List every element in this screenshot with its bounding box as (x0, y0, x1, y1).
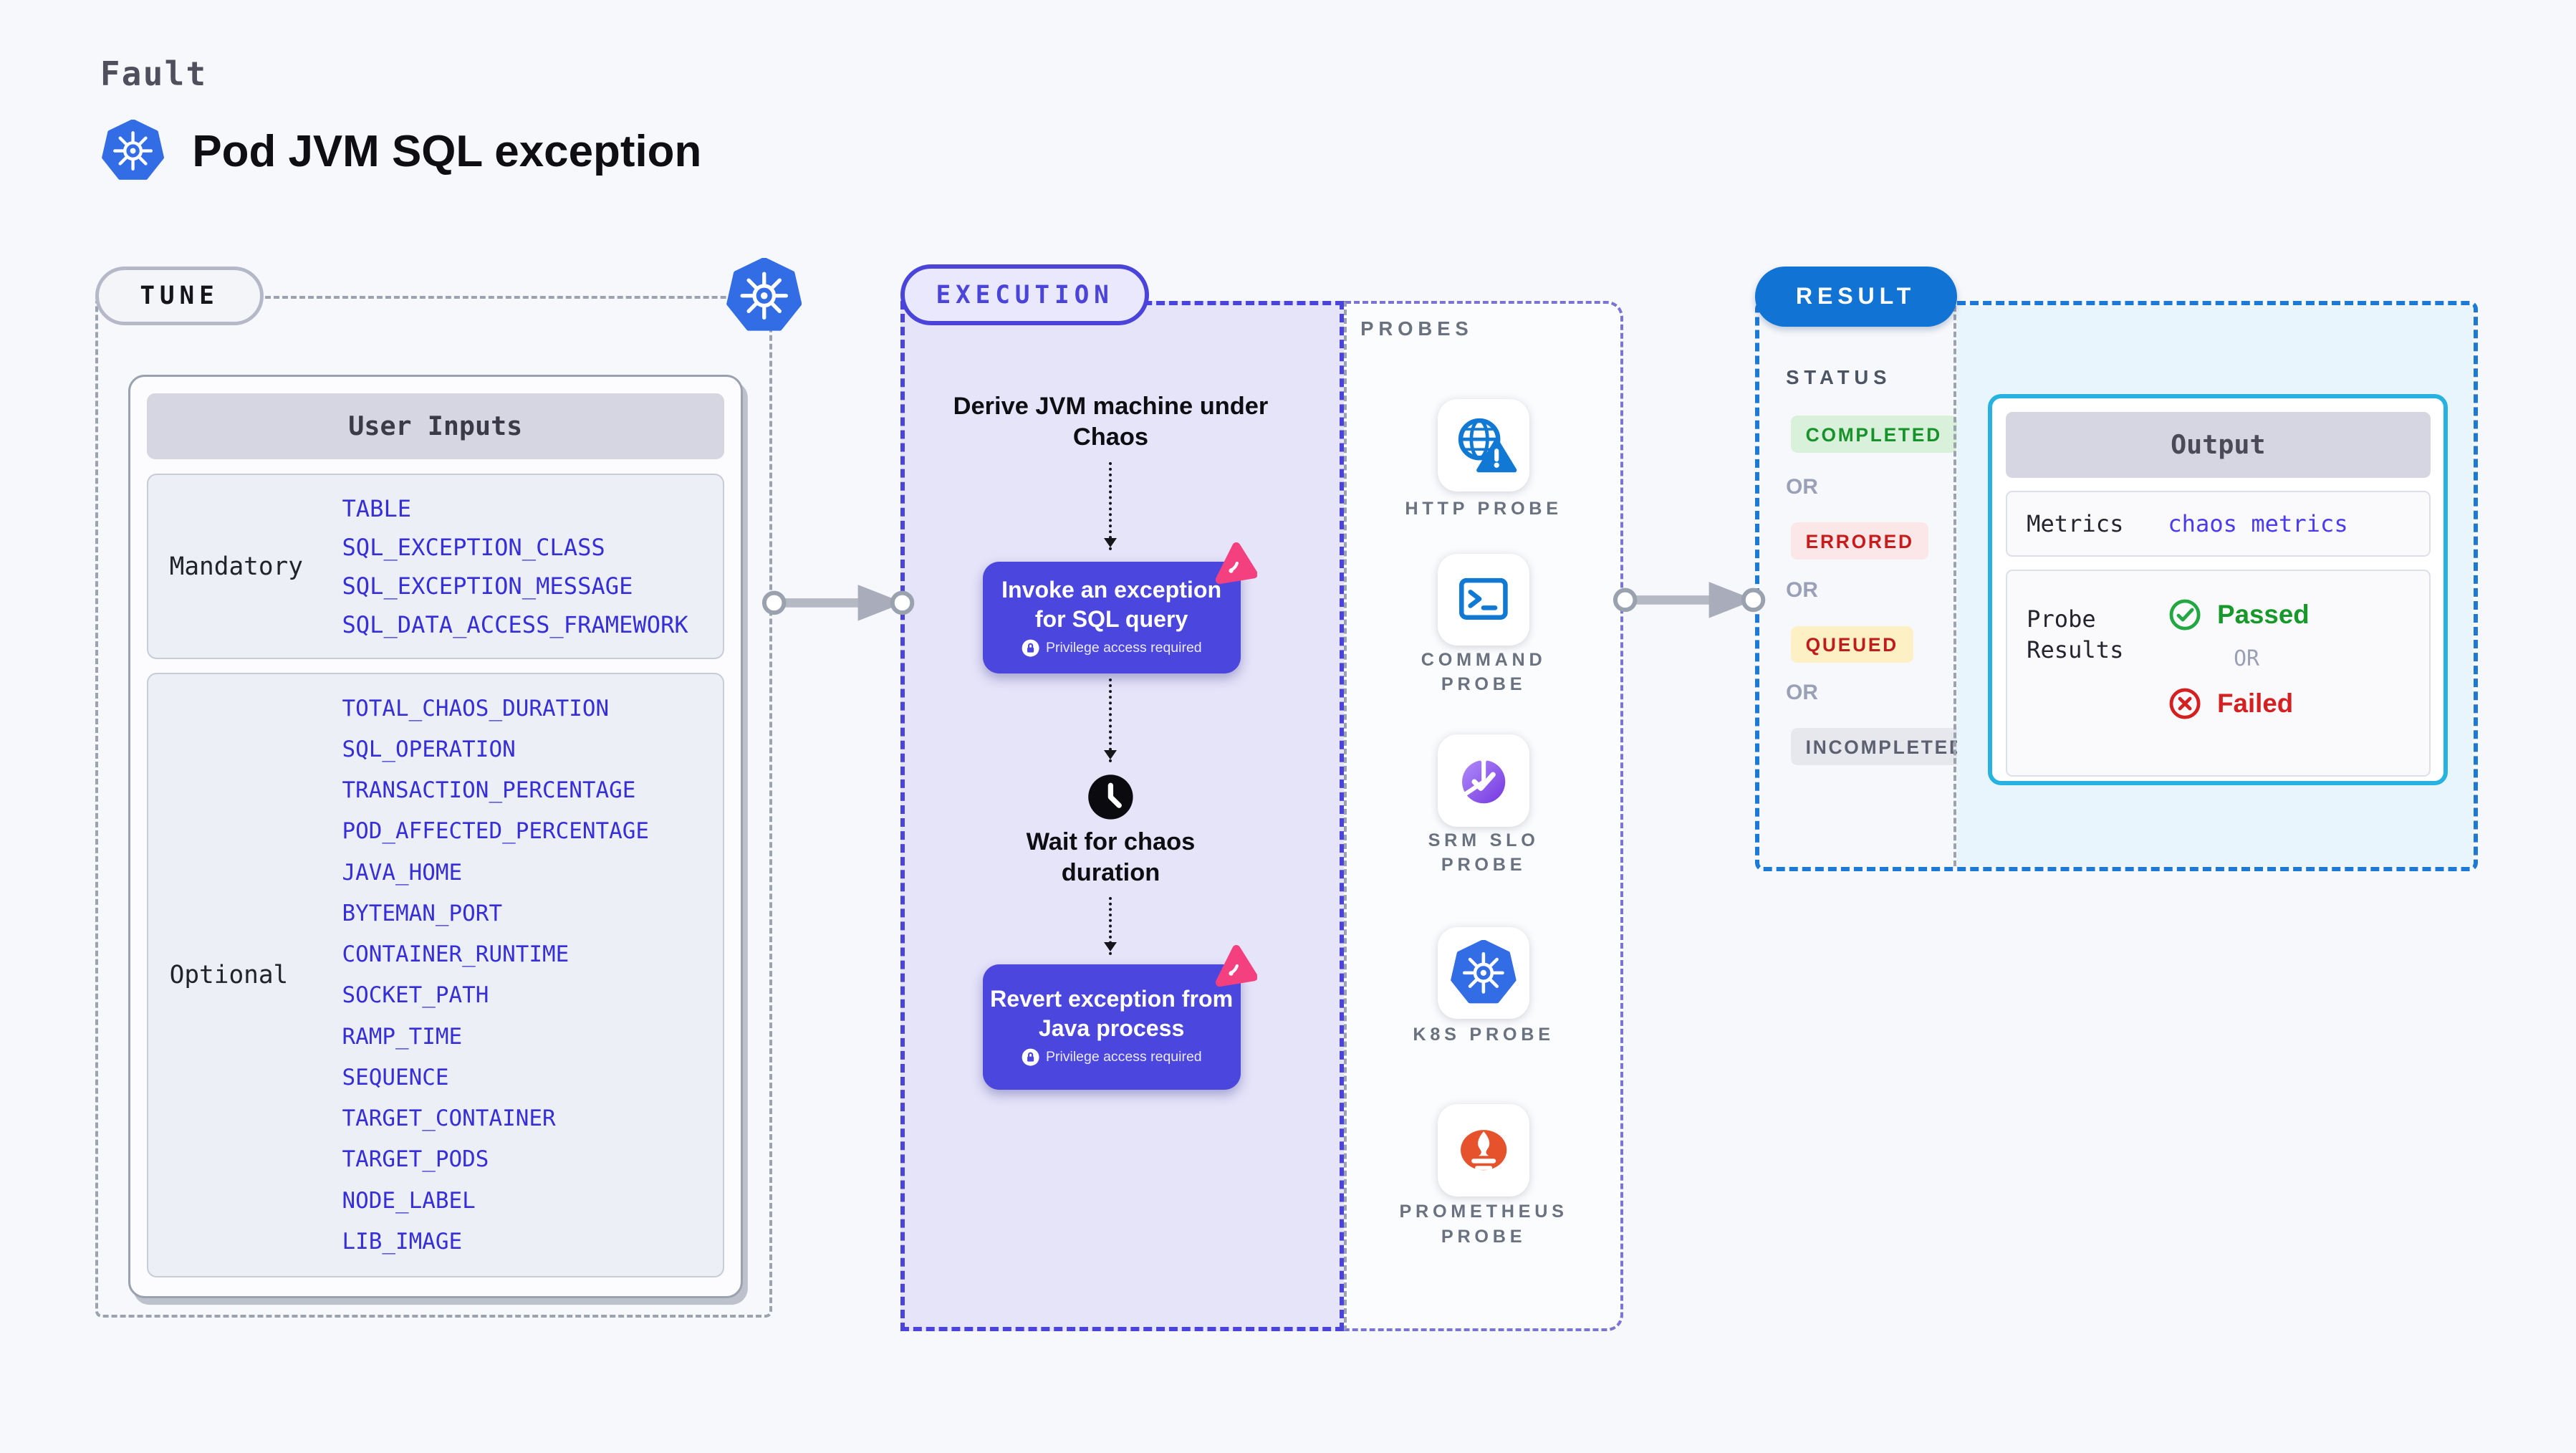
kubernetes-icon (726, 258, 802, 334)
status-badge-queued: QUEUED (1791, 625, 1913, 663)
kubernetes-icon (1451, 940, 1517, 1006)
probe-label: COMMAND PROBE (1421, 649, 1547, 695)
tune-badge: TUNE (95, 266, 264, 326)
probe-results-label: Probe Results (2027, 605, 2124, 664)
srm-slo-gauge-icon (1449, 746, 1518, 815)
or-label: OR (2234, 646, 2259, 672)
input-variable: CONTAINER_RUNTIME (342, 941, 569, 968)
or-label: OR (1786, 578, 1818, 603)
output-card: Output Metrics chaos metrics Probe Resul… (1988, 394, 2448, 786)
probe-label: SRM SLO PROBE (1428, 830, 1539, 876)
input-variable: POD_AFFECTED_PERCENTAGE (342, 818, 650, 845)
check-circle-icon (2168, 598, 2202, 632)
probe-label: HTTP PROBE (1405, 498, 1562, 519)
privilege-note: Privilege access required (983, 639, 1241, 657)
user-inputs-card: User Inputs Mandatory TABLE SQL_EXCEPTIO… (128, 374, 743, 1298)
command-terminal-icon (1451, 567, 1517, 633)
input-variable: JAVA_HOME (342, 859, 463, 886)
passed-label: Passed (2217, 599, 2310, 629)
status-heading: STATUS (1786, 366, 1892, 389)
step-title: Invoke an exception for SQL query (1001, 576, 1222, 633)
status-badge-completed: COMPLETED (1791, 416, 1957, 453)
mandatory-label: Mandatory (169, 552, 303, 581)
mandatory-items: TABLE SQL_EXCEPTION_CLASS SQL_EXCEPTION_… (342, 475, 722, 658)
tune-section (95, 295, 772, 1318)
page-title: Pod JVM SQL exception (192, 126, 702, 176)
input-variable: NODE_LABEL (342, 1187, 476, 1214)
optional-inputs-group: Optional TOTAL_CHAOS_DURATION SQL_OPERAT… (146, 672, 724, 1277)
flow-arrow (1104, 461, 1116, 551)
input-variable: BYTEMAN_PORT (342, 900, 503, 926)
input-variable: LIB_IMAGE (342, 1228, 463, 1255)
revert-exception-step: Revert exception from Java process Privi… (982, 964, 1241, 1090)
failed-label: Failed (2217, 689, 2294, 719)
or-label: OR (1786, 474, 1818, 499)
page-title-row: Pod JVM SQL exception (102, 120, 701, 182)
execution-badge: EXECUTION (900, 264, 1150, 326)
flow-arrow (1104, 678, 1116, 763)
step-title: Revert exception from Java process (990, 985, 1234, 1042)
metrics-value: chaos metrics (2168, 509, 2348, 537)
prometheus-probe-card (1437, 1104, 1530, 1197)
probe-label: PROMETHEUS PROBE (1399, 1202, 1568, 1247)
input-variable: TOTAL_CHAOS_DURATION (342, 695, 610, 721)
status-badge-errored: ERRORED (1791, 522, 1929, 560)
result-section (1754, 300, 2478, 871)
tune-to-execution-arrow (759, 578, 917, 628)
failed-line: Failed (2168, 686, 2309, 721)
invoke-exception-step: Invoke an exception for SQL query Privil… (982, 562, 1241, 674)
lock-icon (1022, 639, 1039, 657)
probe-results-values: Passed OR Failed (2168, 571, 2310, 775)
kubernetes-icon (102, 120, 164, 182)
input-variable: SQL_OPERATION (342, 736, 516, 762)
input-variable: TARGET_PODS (342, 1146, 489, 1173)
input-variable: SQL_DATA_ACCESS_FRAMEWORK (342, 610, 688, 638)
or-label: OR (1786, 680, 1818, 704)
input-variable: SOCKET_PATH (342, 982, 489, 1009)
mandatory-inputs-group: Mandatory TABLE SQL_EXCEPTION_CLASS SQL_… (146, 474, 724, 660)
k8s-probe-card (1437, 926, 1530, 1020)
prometheus-flame-icon (1449, 1116, 1518, 1184)
http-globe-warning-icon (1449, 411, 1518, 479)
status-badge-incompleted: INCOMPLETED (1791, 728, 1980, 765)
probe-results-row: Probe Results Passed OR Failed (2005, 569, 2431, 777)
output-header: Output (2005, 411, 2431, 478)
flow-arrow (1104, 897, 1116, 955)
clock-icon (1086, 772, 1135, 822)
result-divider (1953, 305, 1956, 866)
srm-slo-probe-card (1437, 734, 1530, 827)
input-variable: TABLE (342, 494, 412, 522)
chaos-icon (1213, 542, 1257, 587)
input-variable: SQL_EXCEPTION_CLASS (342, 533, 605, 561)
probes-heading: PROBES (1360, 317, 1474, 340)
metrics-row: Metrics chaos metrics (2005, 490, 2431, 557)
input-variable: RAMP_TIME (342, 1023, 463, 1050)
lock-icon (1022, 1048, 1039, 1066)
wait-step-text: Wait for chaos duration (1026, 828, 1196, 887)
command-probe-card (1437, 553, 1530, 646)
execution-to-result-arrow (1610, 575, 1768, 625)
user-inputs-header: User Inputs (146, 393, 724, 459)
chaos-icon (1213, 945, 1257, 989)
fault-kicker: Fault (100, 54, 208, 93)
x-circle-icon (2168, 686, 2202, 721)
derive-step-text: Derive JVM machine under Chaos (953, 392, 1269, 451)
input-variable: TARGET_CONTAINER (342, 1106, 556, 1132)
metrics-label: Metrics (2027, 509, 2124, 537)
privilege-note: Privilege access required (983, 1048, 1241, 1066)
result-badge: RESULT (1754, 266, 1957, 327)
optional-items: TOTAL_CHAOS_DURATION SQL_OPERATION TRANS… (342, 674, 722, 1276)
execution-section (900, 300, 1345, 1331)
input-variable: SQL_EXCEPTION_MESSAGE (342, 572, 633, 600)
input-variable: TRANSACTION_PERCENTAGE (342, 777, 636, 804)
http-probe-card (1437, 399, 1530, 491)
passed-line: Passed (2168, 598, 2310, 632)
optional-label: Optional (169, 960, 289, 989)
input-variable: SEQUENCE (342, 1064, 449, 1090)
probe-label: K8S PROBE (1413, 1024, 1554, 1045)
